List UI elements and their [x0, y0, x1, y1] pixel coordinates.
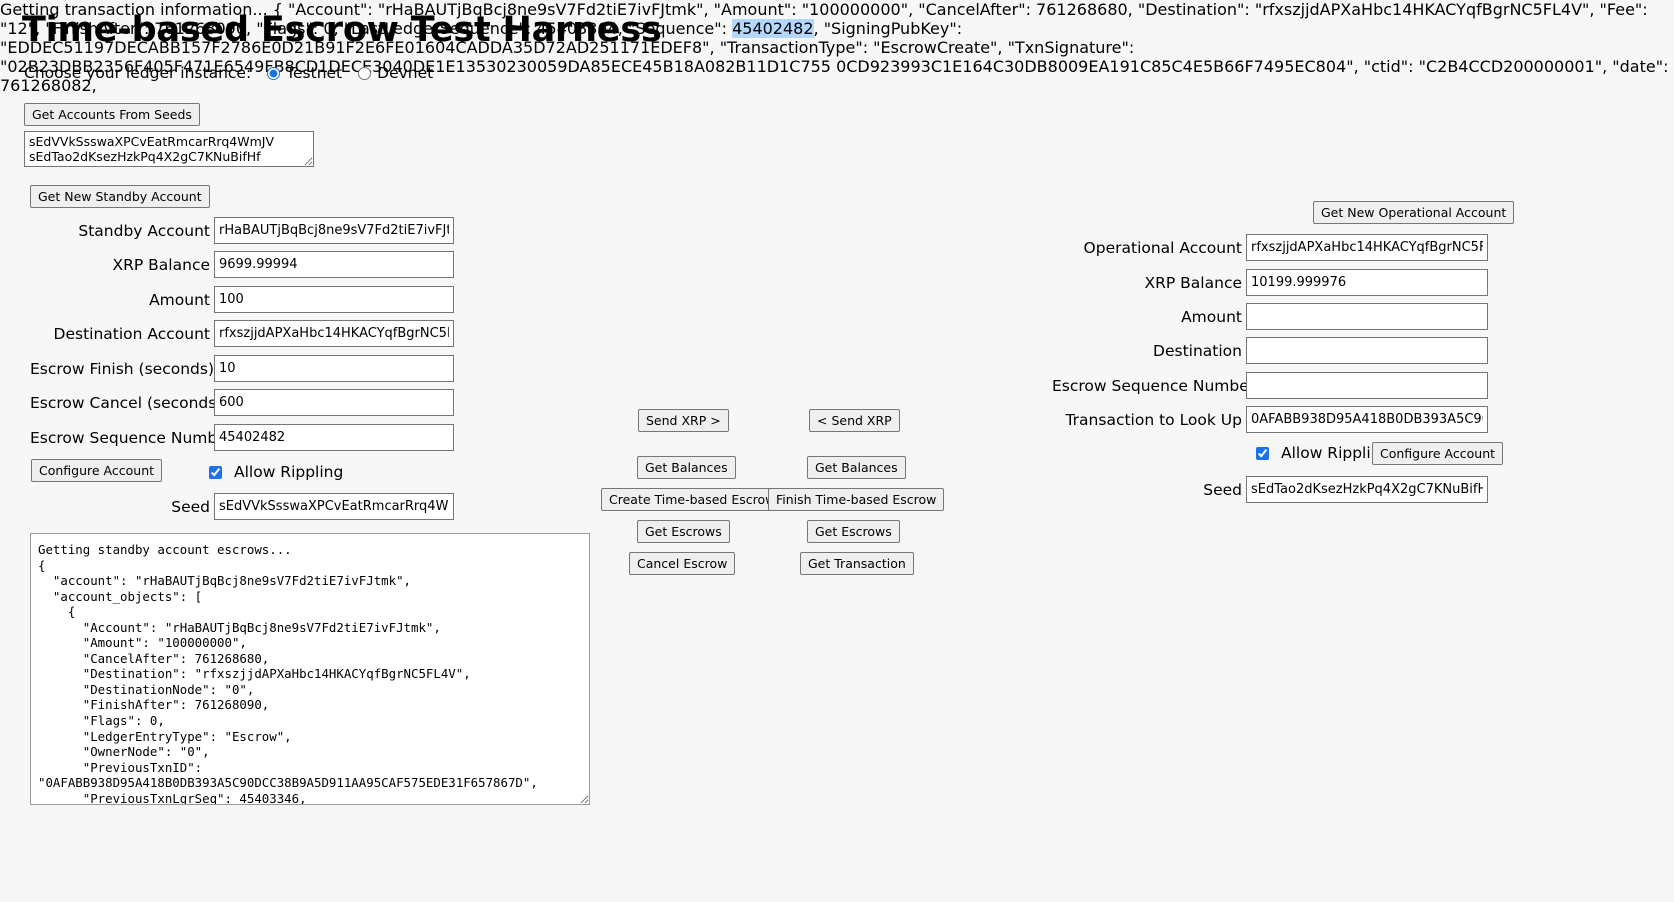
operational-allow-rippling-label: Allow Rippling	[1281, 444, 1391, 462]
field-label: Destination	[1153, 341, 1242, 360]
create-time-based-escrow-button[interactable]: Create Time-based Escrow	[601, 488, 784, 511]
get-new-standby-account-button[interactable]: Get New Standby Account	[30, 185, 210, 208]
standby-xrp-balance-input[interactable]	[214, 251, 454, 278]
field-label: XRP Balance	[112, 255, 210, 274]
field-label: Standby Account	[78, 221, 210, 240]
operational-amount-input[interactable]	[1246, 303, 1488, 330]
cancel-escrow-button[interactable]: Cancel Escrow	[629, 552, 736, 575]
field-label: Escrow Sequence Number	[30, 428, 234, 447]
ledger-instance-label: Choose your ledger instance:	[24, 64, 252, 82]
field-label: Seed	[171, 497, 210, 516]
right-output-selection: 45402482	[732, 19, 814, 38]
field-label: Transaction to Look Up	[1065, 410, 1242, 429]
operational-destination-input[interactable]	[1246, 337, 1488, 364]
field-standby-seed: Seed	[30, 493, 454, 520]
escrow-cancel-seconds-input[interactable]	[214, 389, 454, 416]
field-standby-xrp-balance: XRP Balance	[30, 251, 454, 278]
transaction-to-look-up-input[interactable]	[1246, 406, 1488, 433]
operational-xrp-balance-input[interactable]	[1246, 269, 1488, 296]
field-label: Escrow Cancel (seconds)	[30, 393, 223, 412]
radio-devnet[interactable]: Devnet	[358, 64, 433, 82]
send-xrp-right-button[interactable]: Send XRP >	[638, 409, 729, 432]
standby-account-input[interactable]	[214, 217, 454, 244]
operational-allow-rippling-checkbox[interactable]	[1256, 446, 1269, 460]
page-title: Time-based Escrow Test Harness	[22, 10, 662, 50]
standby-escrow-sequence-number-input[interactable]	[214, 424, 454, 451]
field-label: Escrow Sequence Number	[1052, 376, 1256, 395]
standby-allow-rippling-label: Allow Rippling	[234, 463, 344, 481]
field-standby-destination-account: Destination Account	[30, 320, 454, 347]
operational-results-textarea[interactable]: Getting transaction information... { "Ac…	[0, 0, 1674, 95]
field-label: Amount	[149, 290, 210, 309]
field-operational-xrp-balance: XRP Balance	[1052, 269, 1488, 296]
radio-testnet-label: Testnet	[286, 64, 343, 82]
standby-allow-rippling[interactable]: Allow Rippling	[209, 463, 343, 481]
standby-destination-account-input[interactable]	[214, 320, 454, 347]
seeds-textarea[interactable]	[24, 131, 314, 167]
standby-allow-rippling-checkbox[interactable]	[209, 465, 222, 479]
radio-devnet-label: Devnet	[377, 64, 434, 82]
send-xrp-left-button[interactable]: < Send XRP	[809, 409, 900, 432]
field-operational-amount: Amount	[1052, 303, 1488, 330]
field-standby-account: Standby Account	[30, 217, 454, 244]
operational-configure-account-button[interactable]: Configure Account	[1372, 442, 1504, 465]
escrow-finish-seconds-input[interactable]	[214, 355, 454, 382]
field-label: Escrow Finish (seconds)	[30, 359, 215, 378]
operational-allow-rippling[interactable]: Allow Rippling	[1256, 444, 1390, 462]
field-operational-escrow-sequence-number: Escrow Sequence Number	[1052, 372, 1488, 399]
field-transaction-to-look-up: Transaction to Look Up	[1052, 406, 1488, 433]
standby-amount-input[interactable]	[214, 286, 454, 313]
right-output-post: , "SigningPubKey": "EDDEC51197DECABB157F…	[0, 19, 1669, 95]
field-standby-escrow-sequence-number: Escrow Sequence Number	[30, 424, 454, 451]
right-output-pre: Getting transaction information... { "Ac…	[0, 0, 1648, 38]
standby-configure-account-button[interactable]: Configure Account	[31, 459, 163, 482]
operational-get-balances-button[interactable]: Get Balances	[807, 456, 906, 479]
standby-get-escrows-button[interactable]: Get Escrows	[637, 520, 730, 543]
field-escrow-cancel-seconds: Escrow Cancel (seconds)	[30, 389, 454, 416]
operational-account-input[interactable]	[1246, 234, 1488, 261]
field-escrow-finish-seconds: Escrow Finish (seconds)	[30, 355, 454, 382]
finish-time-based-escrow-button[interactable]: Finish Time-based Escrow	[768, 488, 945, 511]
field-label: Seed	[1203, 480, 1242, 499]
get-transaction-button[interactable]: Get Transaction	[800, 552, 914, 575]
standby-get-balances-button[interactable]: Get Balances	[637, 456, 736, 479]
operational-escrow-sequence-number-input[interactable]	[1246, 372, 1488, 399]
field-label: XRP Balance	[1144, 273, 1242, 292]
ledger-instance-selector: Choose your ledger instance: Testnet Dev…	[24, 64, 449, 82]
radio-testnet[interactable]: Testnet	[267, 64, 342, 82]
field-label: Destination Account	[53, 324, 210, 343]
field-operational-destination: Destination	[1052, 337, 1488, 364]
field-operational-seed: Seed	[1052, 476, 1488, 503]
standby-seed-input[interactable]	[214, 493, 454, 520]
field-standby-amount: Amount	[30, 286, 454, 313]
field-label: Operational Account	[1083, 238, 1242, 257]
field-label: Amount	[1181, 307, 1242, 326]
field-operational-account: Operational Account	[1052, 234, 1488, 261]
get-new-operational-account-button[interactable]: Get New Operational Account	[1313, 201, 1515, 224]
operational-seed-input[interactable]	[1246, 476, 1488, 503]
get-accounts-from-seeds-button[interactable]: Get Accounts From Seeds	[24, 103, 200, 126]
radio-testnet-input[interactable]	[267, 66, 281, 80]
standby-results-textarea[interactable]	[30, 533, 590, 805]
radio-devnet-input[interactable]	[358, 66, 372, 80]
operational-get-escrows-button[interactable]: Get Escrows	[807, 520, 900, 543]
